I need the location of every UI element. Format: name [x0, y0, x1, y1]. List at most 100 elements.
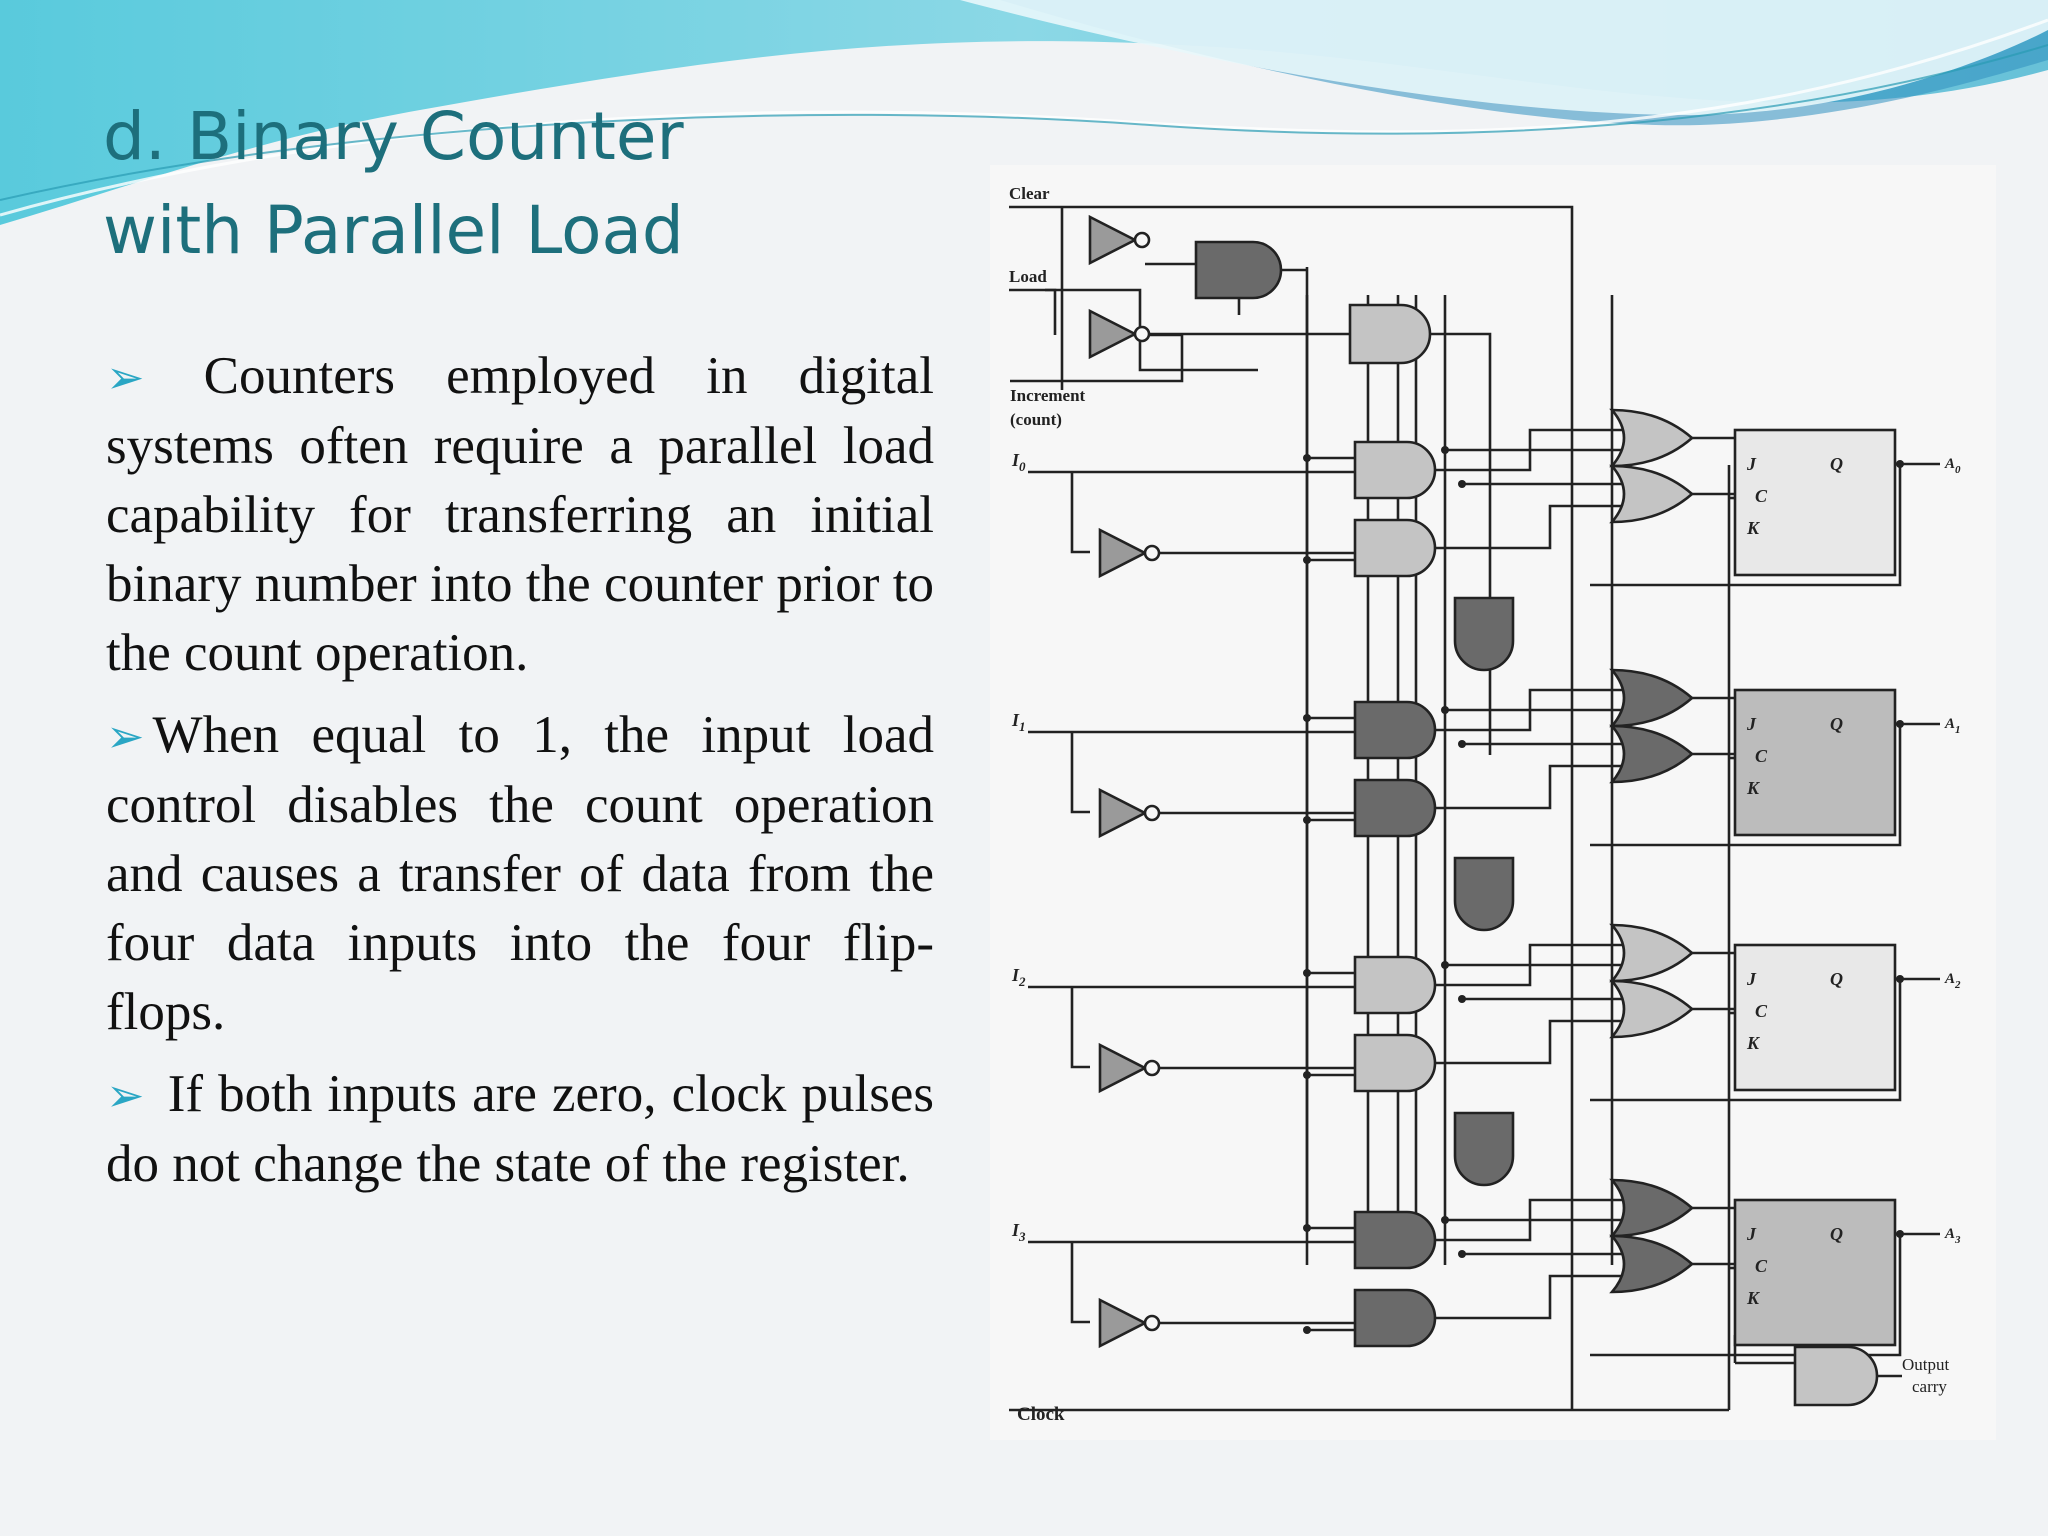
ff-pin-k-2: K: [1746, 1033, 1761, 1053]
junction-dot: [1441, 706, 1449, 714]
not-input-gate-2-bubble: [1143, 1059, 1161, 1077]
output-carry-label-2: carry: [1912, 1377, 1947, 1396]
not-clear-gate-bubble: [1133, 231, 1151, 249]
input-branch-1: [1070, 732, 1090, 814]
jk-flipflop-1: [1733, 688, 1897, 837]
or-j-2: [1609, 923, 1694, 983]
bullet-text-3: If both inputs are zero, clock pulses do…: [106, 1065, 934, 1193]
input-label-1: I1: [1011, 710, 1026, 734]
ff-pin-c-0: C: [1755, 486, 1768, 506]
junction-dot: [1458, 740, 1466, 748]
w: [1435, 504, 1625, 550]
junction-dot: [1458, 480, 1466, 488]
jk-flipflop-0: [1733, 428, 1897, 577]
and-j-2: [1353, 955, 1437, 1015]
and-k-3: [1353, 1288, 1437, 1348]
junction-dot: [1441, 961, 1449, 969]
input-branch-3: [1070, 1242, 1090, 1324]
bullet-arrow-icon: ➢: [106, 350, 145, 404]
and-j-0: [1353, 440, 1437, 500]
ff-pin-j-2: J: [1746, 969, 1757, 989]
and-j-1: [1353, 700, 1437, 760]
junction-dot: [1303, 969, 1311, 977]
junction-dot: [1303, 816, 1311, 824]
junction-dot: [1303, 1071, 1311, 1079]
ff-pin-q-1: Q: [1830, 714, 1843, 734]
or-k-0: [1609, 464, 1694, 524]
input-branch-0: [1070, 472, 1090, 554]
ff-pin-j-1: J: [1746, 714, 1757, 734]
input-label-0: I0: [1011, 450, 1026, 474]
cascade-and-0: [1453, 596, 1515, 672]
circuit-svg: Clear Load Increment (count) Clock Outpu…: [1009, 184, 1961, 1425]
or-k-1: [1609, 724, 1694, 784]
feedback-3: [1590, 1234, 1902, 1357]
junction-dot: [1303, 714, 1311, 722]
output-carry-label: Output: [1902, 1355, 1950, 1374]
bullet-list: ➢ Counters employed in digital systems o…: [106, 342, 934, 1212]
not-input-gate-1: [1098, 787, 1148, 839]
not-input-gate-2: [1098, 1042, 1148, 1094]
bullet-text-1: Counters employed in digital systems oft…: [106, 347, 934, 682]
not-load-gate: [1088, 308, 1138, 360]
bullet-text-2: When equal to 1, the input load control …: [106, 706, 934, 1041]
ff-pin-k-1: K: [1746, 778, 1761, 798]
jk-flipflop-3: [1733, 1198, 1897, 1347]
or-k-3: [1609, 1234, 1694, 1294]
not-input-gate-1-bubble: [1143, 804, 1161, 822]
not-input-gate-3-bubble: [1143, 1314, 1161, 1332]
clock-label: Clock: [1017, 1404, 1065, 1425]
w: [1435, 1019, 1625, 1065]
output-label-0: A0: [1944, 456, 1961, 476]
cascade-and-2: [1453, 1111, 1515, 1187]
ff-pin-k-3: K: [1746, 1288, 1761, 1308]
bullet-paragraph-1: ➢ Counters employed in digital systems o…: [106, 342, 934, 688]
junction-dot: [1303, 454, 1311, 462]
increment-label: Increment: [1010, 386, 1086, 405]
and-k-0: [1353, 518, 1437, 578]
junction-dot: [1458, 1250, 1466, 1258]
output-label-3: A3: [1944, 1226, 1961, 1246]
output-label-2: A2: [1944, 971, 1961, 991]
or-j-3: [1609, 1178, 1694, 1238]
flip-flops: [1733, 428, 1897, 1347]
counter-circuit-diagram: Clear Load Increment (count) Clock Outpu…: [990, 165, 1996, 1440]
junction-dot: [1303, 556, 1311, 564]
header-wave-decoration: [0, 0, 2048, 225]
w: [1430, 332, 1492, 755]
w: [1435, 764, 1625, 810]
load-line: [1009, 288, 1057, 335]
title-line-1: d. Binary Counter: [103, 98, 684, 175]
junction-dot: [1458, 995, 1466, 1003]
and-load-inc: [1348, 303, 1432, 365]
bullet-paragraph-3: ➢ If both inputs are zero, clock pulses …: [106, 1060, 934, 1199]
not-input-gate-0-bubble: [1143, 544, 1161, 562]
count-label: (count): [1010, 410, 1062, 429]
gates: [1088, 214, 1879, 1407]
ff-pin-c-3: C: [1755, 1256, 1768, 1276]
bullet-arrow-icon: ➢: [106, 1068, 145, 1122]
ff-pin-q-0: Q: [1830, 454, 1843, 474]
not-input-gate-0: [1098, 527, 1148, 579]
labels: Clear Load Increment (count) Clock Outpu…: [1009, 184, 1961, 1425]
clear-label: Clear: [1009, 184, 1050, 203]
jk-flipflop-2: [1733, 943, 1897, 1092]
feedback-0: [1590, 464, 1902, 587]
junction-dot: [1441, 1216, 1449, 1224]
ff-pin-k-0: K: [1746, 518, 1761, 538]
ff-pin-q-2: Q: [1830, 969, 1843, 989]
junction-dot: [1303, 1224, 1311, 1232]
and-k-2: [1353, 1033, 1437, 1093]
cascade-and-1: [1453, 856, 1515, 932]
title-line-2: with Parallel Load: [103, 192, 684, 269]
and-clear-load: [1194, 240, 1283, 300]
or-k-2: [1609, 979, 1694, 1039]
ff-pin-c-1: C: [1755, 746, 1768, 766]
not-load-gate-bubble: [1133, 325, 1151, 343]
feedback-1: [1590, 724, 1902, 847]
bullet-paragraph-2: ➢When equal to 1, the input load control…: [106, 701, 934, 1047]
or-j-0: [1609, 408, 1694, 468]
input-label-2: I2: [1011, 965, 1026, 989]
w: [1435, 1274, 1625, 1320]
